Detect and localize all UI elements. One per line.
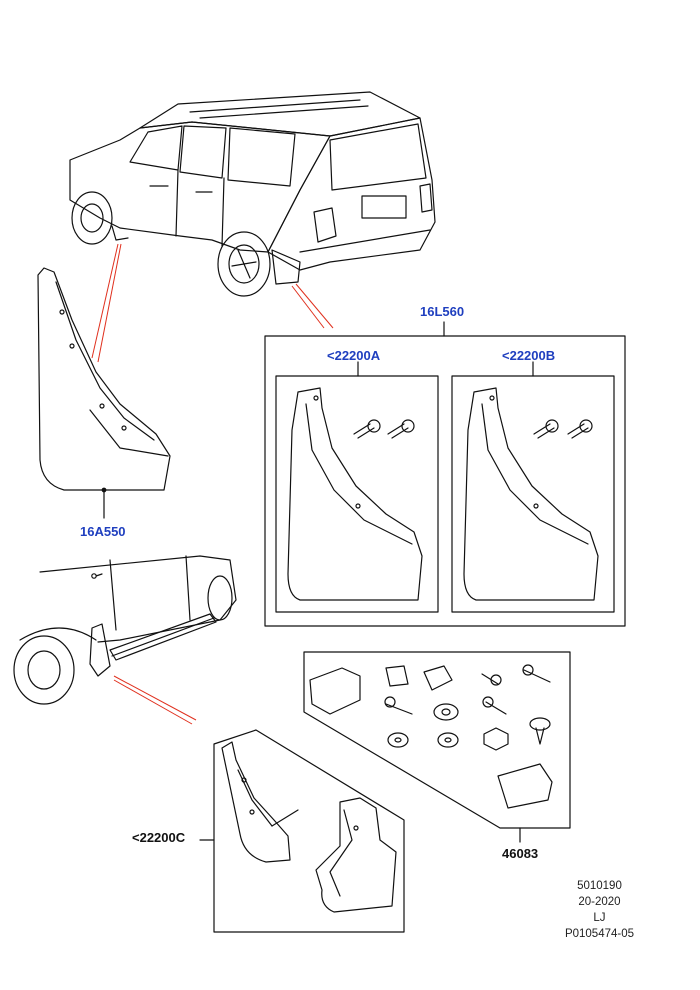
kit-box-16L560 — [264, 321, 626, 627]
reference-line-1: 5010190 — [577, 880, 622, 892]
callout-22200B: <22200B — [502, 348, 556, 363]
kit-screws-right — [533, 419, 593, 439]
reference-line-2: 20-2020 — [578, 896, 621, 908]
callout-46083: 46083 — [502, 846, 539, 861]
reference-block: 5010190 20-2020 LJ P0105474-05 — [565, 878, 634, 942]
kit-mudflap-right — [463, 387, 599, 601]
callout-16A550: 16A550 — [80, 524, 126, 539]
callout-22200A: <22200A — [327, 348, 381, 363]
front-flap-box-22200C — [199, 729, 405, 933]
reference-line-3: LJ — [593, 912, 606, 924]
leader-lines — [91, 243, 334, 725]
loose-mudflap-16A550 — [37, 267, 171, 519]
vehicle-front-illustration — [13, 555, 237, 705]
callout-16L560: 16L560 — [420, 304, 465, 319]
vehicle-rear-illustration — [69, 91, 436, 297]
reference-line-4: P0105474-05 — [564, 928, 634, 940]
kit-mudflap-left — [287, 387, 423, 601]
kit-screws-left — [353, 419, 415, 439]
callout-22200C: <22200C — [132, 830, 186, 845]
fixings-box-46083 — [303, 651, 571, 843]
